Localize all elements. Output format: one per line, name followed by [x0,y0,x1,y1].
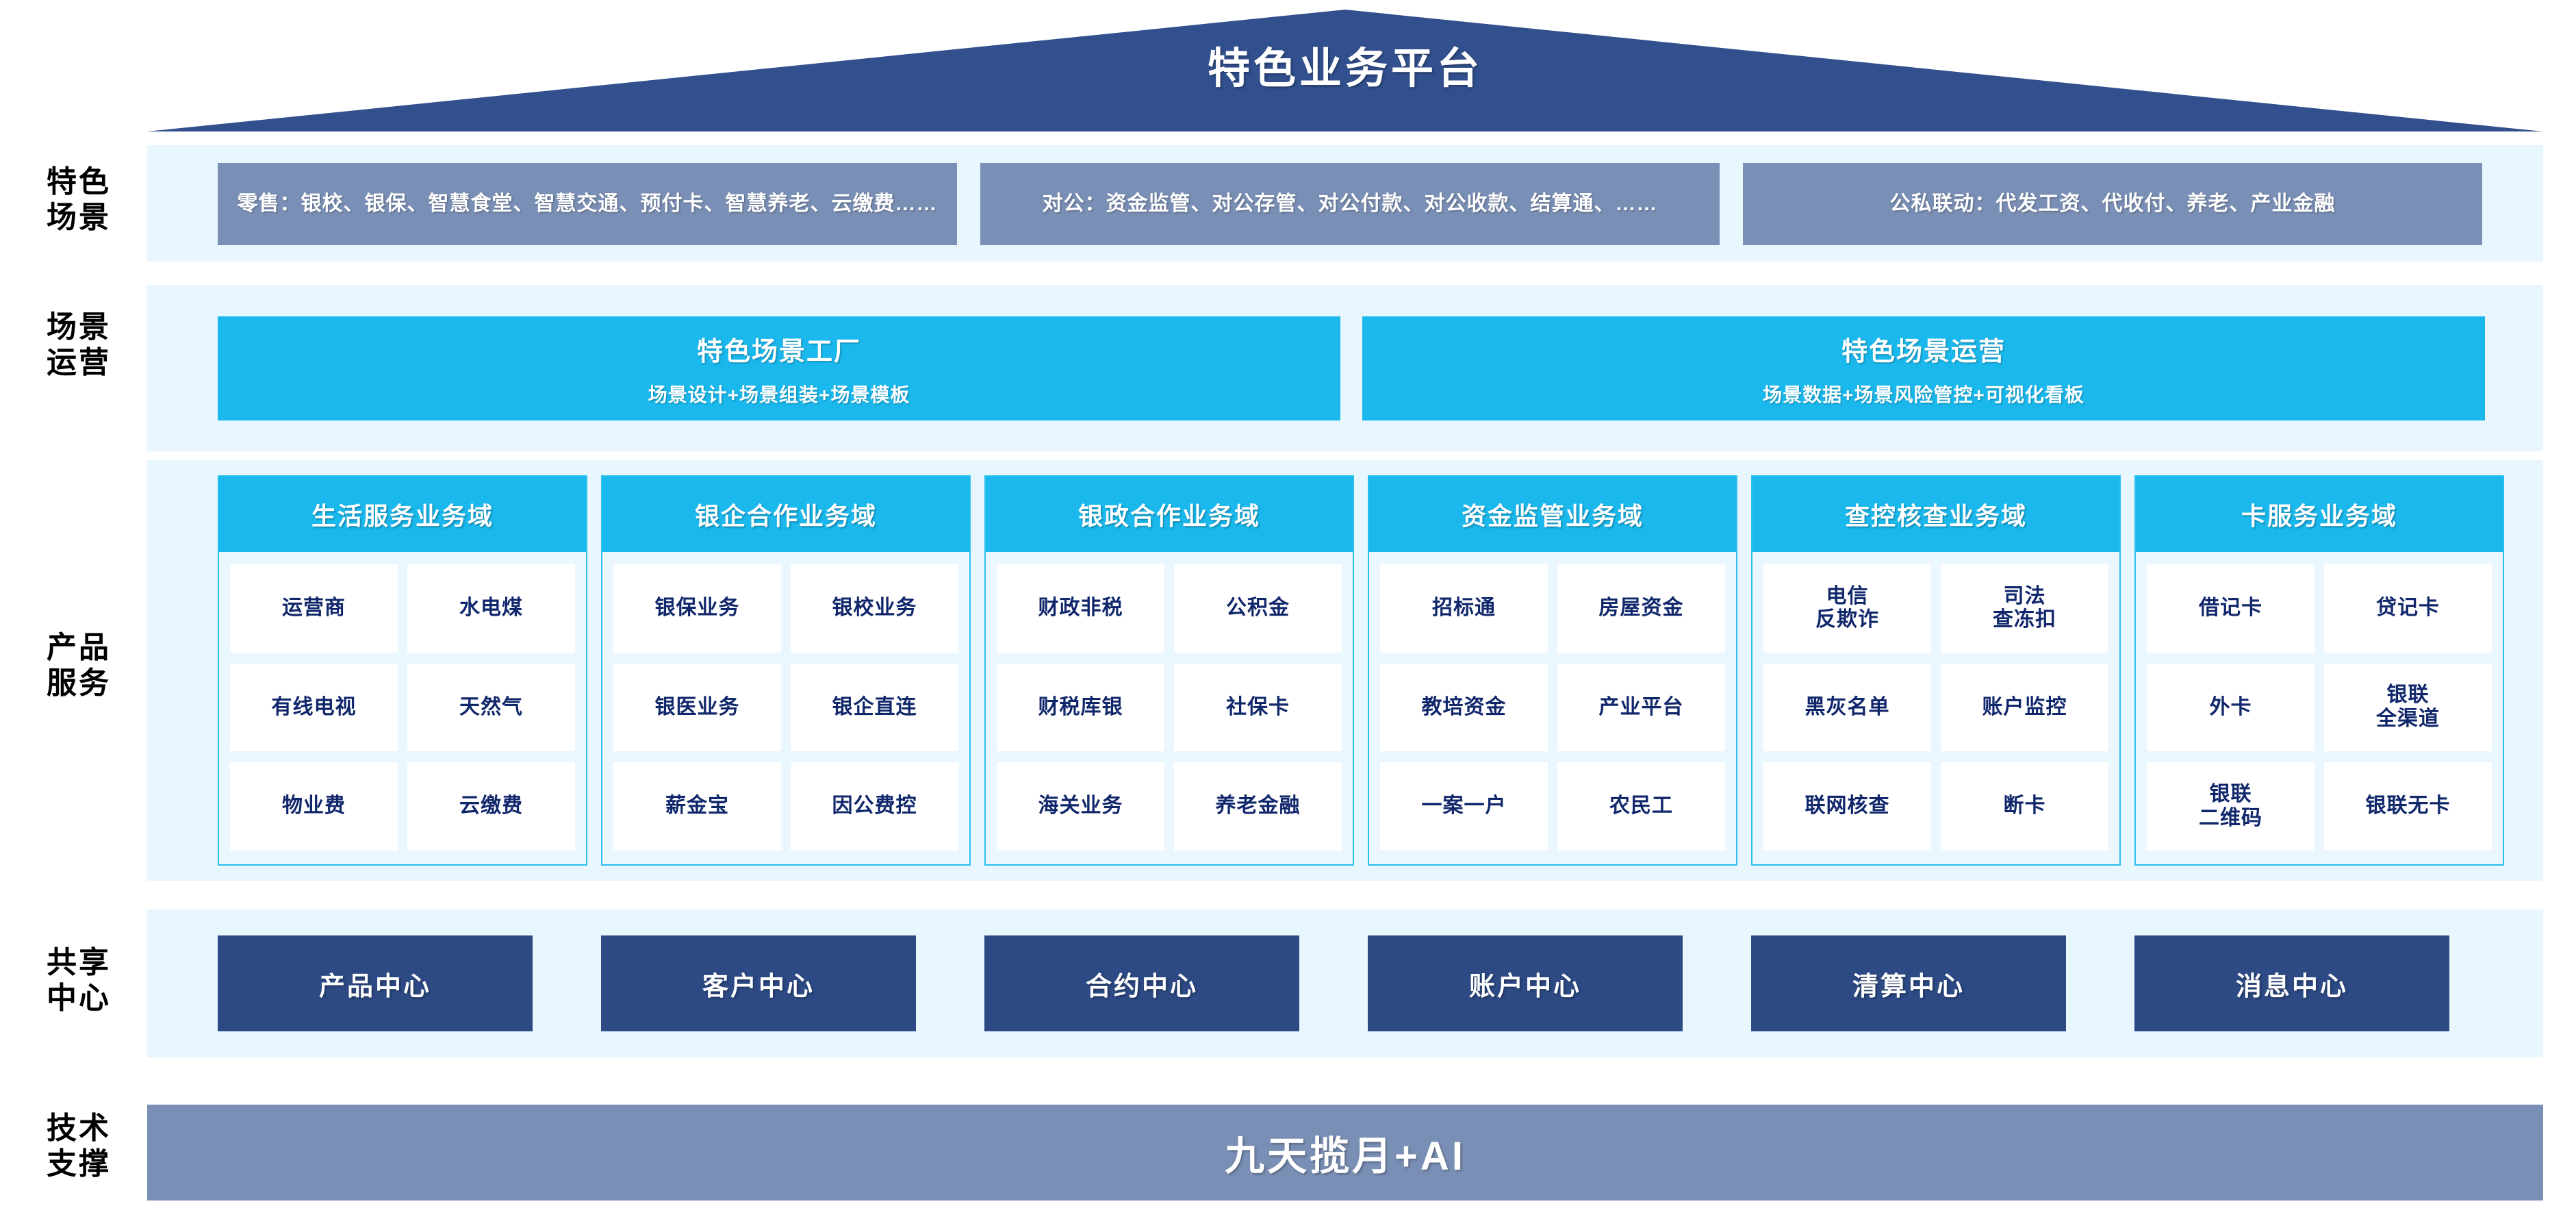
row-label-operations: 场景 运营 [14,310,144,381]
row-label-products-line1: 产品 [47,631,111,664]
platform-title-banner: 特色业务平台 [147,10,2543,131]
product-cell[interactable]: 海关业务 [997,762,1164,851]
row-label-products: 产品 服务 [14,630,144,701]
domain-column-bank-enterprise[interactable]: 银企合作业务域 银保业务 银校业务 银医业务 银企直连 薪金宝 因公费控 [601,475,971,866]
product-cell[interactable]: 产业平台 [1557,663,1725,752]
product-cell[interactable]: 运营商 [230,564,398,653]
operations-factory-title: 特色场景工厂 [696,337,861,366]
row-label-technical-support-line1: 技术 [47,1111,111,1145]
row-label-scenarios: 特色 场景 [14,164,144,236]
page-title: 特色业务平台 [1207,45,1483,92]
roof-shape-icon [147,10,2543,131]
domain-title-card-service: 卡服务业务域 [2136,477,2503,552]
domain-grid-investigation-control: 电信 反欺诈 司法 查冻扣 黑灰名单 账户监控 联网核查 断卡 [1752,552,2119,864]
domain-column-investigation-control[interactable]: 查控核查业务域 电信 反欺诈 司法 查冻扣 黑灰名单 账户监控 联网核查 断卡 [1751,475,2121,866]
row-label-scenarios-line1: 特色 [47,165,111,199]
product-cell[interactable]: 养老金融 [1174,762,1342,851]
shared-center-message[interactable]: 消息中心 [2134,935,2449,1031]
domain-title-bank-government: 银政合作业务域 [986,477,1353,552]
domain-title-investigation-control: 查控核查业务域 [1752,477,2119,552]
product-cell[interactable]: 一案一户 [1380,762,1548,851]
product-cell[interactable]: 黑灰名单 [1763,663,1931,752]
product-cell[interactable]: 银医业务 [613,663,781,752]
product-cell[interactable]: 财政非税 [997,564,1164,653]
domain-column-card-service[interactable]: 卡服务业务域 借记卡 贷记卡 外卡 银联 全渠道 银联 二维码 银联无卡 [2134,475,2504,866]
row-label-operations-line1: 场景 [47,310,111,344]
scenario-box-retail[interactable]: 零售：银校、银保、智慧食堂、智慧交通、预付卡、智慧养老、云缴费…… [218,163,957,245]
domain-grid-bank-enterprise: 银保业务 银校业务 银医业务 银企直连 薪金宝 因公费控 [602,552,969,864]
domain-column-life-service[interactable]: 生活服务业务域 运营商 水电煤 有线电视 天然气 物业费 云缴费 [218,475,587,866]
row-label-shared-centers: 共享 中心 [14,945,144,1016]
product-cell[interactable]: 社保卡 [1174,663,1342,752]
domain-grid-fund-supervision: 招标通 房屋资金 教培资金 产业平台 一案一户 农民工 [1369,552,1736,864]
operations-factory-subtitle: 场景设计+场景组装+场景模板 [648,384,910,405]
product-cell[interactable]: 物业费 [230,762,398,851]
row-label-operations-line2: 运营 [47,345,111,379]
operations-operation-title: 特色场景运营 [1841,337,2006,366]
scenario-box-public-private[interactable]: 公私联动：代发工资、代收付、养老、产业金融 [1743,163,2482,245]
product-cell[interactable]: 天然气 [407,663,575,752]
product-cell[interactable]: 公积金 [1174,564,1342,653]
shared-center-account[interactable]: 账户中心 [1368,935,1683,1031]
domain-grid-life-service: 运营商 水电煤 有线电视 天然气 物业费 云缴费 [219,552,586,864]
domain-title-life-service: 生活服务业务域 [219,477,586,552]
product-cell[interactable]: 云缴费 [407,762,575,851]
operations-operation-subtitle: 场景数据+场景风险管控+可视化看板 [1763,384,2084,405]
product-cell[interactable]: 招标通 [1380,564,1548,653]
operations-box-scenario-operation[interactable]: 特色场景运营 场景数据+场景风险管控+可视化看板 [1362,316,2485,420]
row-label-technical-support-line2: 支撑 [47,1146,111,1181]
product-cell[interactable]: 贷记卡 [2324,564,2492,653]
technical-support-bar[interactable]: 九天揽月+AI [147,1105,2543,1200]
row-label-technical-support: 技术 支撑 [14,1111,144,1182]
product-cell[interactable]: 银联无卡 [2324,762,2492,851]
domain-grid-bank-government: 财政非税 公积金 财税库银 社保卡 海关业务 养老金融 [986,552,1353,864]
product-cell[interactable]: 教培资金 [1380,663,1548,752]
product-cell[interactable]: 水电煤 [407,564,575,653]
scenario-box-corporate[interactable]: 对公：资金监管、对公存管、对公付款、对公收款、结算通、…… [980,163,1720,245]
row-label-products-line2: 服务 [47,666,111,700]
operations-box-scenario-factory[interactable]: 特色场景工厂 场景设计+场景组装+场景模板 [218,316,1340,420]
domain-column-bank-government[interactable]: 银政合作业务域 财政非税 公积金 财税库银 社保卡 海关业务 养老金融 [984,475,1354,866]
product-cell[interactable]: 银校业务 [791,564,958,653]
shared-center-contract[interactable]: 合约中心 [984,935,1299,1031]
product-cell[interactable]: 司法 查冻扣 [1941,564,2108,653]
row-label-scenarios-line2: 场景 [47,200,111,234]
shared-center-clearing[interactable]: 清算中心 [1751,935,2066,1031]
row-label-shared-centers-line1: 共享 [47,946,111,979]
product-cell[interactable]: 联网核查 [1763,762,1931,851]
product-cell[interactable]: 外卡 [2147,663,2314,752]
product-cell[interactable]: 电信 反欺诈 [1763,564,1931,653]
domain-column-fund-supervision[interactable]: 资金监管业务域 招标通 房屋资金 教培资金 产业平台 一案一户 农民工 [1368,475,1737,866]
product-cell[interactable]: 薪金宝 [613,762,781,851]
domain-grid-card-service: 借记卡 贷记卡 外卡 银联 全渠道 银联 二维码 银联无卡 [2136,552,2503,864]
product-cell[interactable]: 农民工 [1557,762,1725,851]
product-cell[interactable]: 断卡 [1941,762,2108,851]
product-cell[interactable]: 银企直连 [791,663,958,752]
shared-center-customer[interactable]: 客户中心 [601,935,916,1031]
product-cell[interactable]: 账户监控 [1941,663,2108,752]
domain-title-fund-supervision: 资金监管业务域 [1369,477,1736,552]
product-cell[interactable]: 银保业务 [613,564,781,653]
shared-center-product[interactable]: 产品中心 [218,935,533,1031]
product-cell[interactable]: 借记卡 [2147,564,2314,653]
row-label-shared-centers-line2: 中心 [47,981,111,1015]
product-cell[interactable]: 银联 二维码 [2147,762,2314,851]
product-cell[interactable]: 银联 全渠道 [2324,663,2492,752]
domain-title-bank-enterprise: 银企合作业务域 [602,477,969,552]
product-cell[interactable]: 财税库银 [997,663,1164,752]
product-cell[interactable]: 因公费控 [791,762,958,851]
product-cell[interactable]: 房屋资金 [1557,564,1725,653]
product-cell[interactable]: 有线电视 [230,663,398,752]
